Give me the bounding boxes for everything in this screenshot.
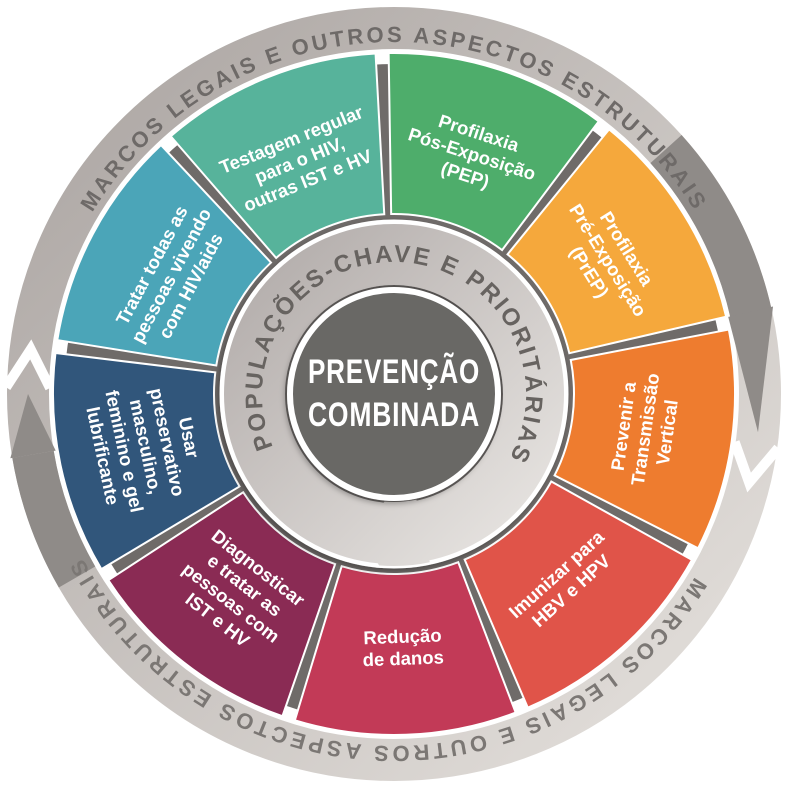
segment-wedge-imunizar-hbv-hpv [463, 480, 694, 709]
inner-ring-notch-icon [359, 499, 430, 567]
segment-wedge-usar-preservativo [52, 351, 241, 571]
arrowhead-right-icon [728, 306, 774, 433]
center-circle [287, 287, 501, 501]
chevron-notch-right-icon [729, 440, 783, 493]
segment-wedge-prep [506, 127, 728, 355]
segment-wedge-diagnosticar-tratar-ist-hv [106, 490, 337, 718]
segment-wedge-testagem-regular [169, 52, 386, 260]
segment-tratar-pessoas-hiv-aids: Tratar todas aspessoas vivendocom HIV/ai… [56, 143, 273, 367]
inner-ring [219, 219, 569, 569]
segment-wedge-pep [387, 52, 601, 252]
segment-label-usar-preservativo: Usarpreservativomasculino,feminino e gel… [80, 375, 212, 519]
segment-usar-preservativo: Usarpreservativomasculino,feminino e gel… [52, 351, 241, 571]
segment-wedge-transmissao-vertical [553, 328, 736, 550]
outer-band-arrow-bottom [12, 450, 96, 588]
segment-diagnosticar-tratar-ist-hv: Diagnosticare tratar aspessoas comIST e … [106, 490, 337, 718]
segment-testagem-regular: Testagem regularpara o HIV,outras IST e … [169, 52, 386, 260]
segment-reducao-de-danos: Reduçãode danos [293, 560, 517, 736]
segments-group: ProfilaxiaPós-Exposição(PEP)ProfilaxiaPr… [52, 52, 736, 736]
segment-prep: ProfilaxiaPré-Exposição(PrEP) [506, 127, 728, 355]
chevron-notch-left-icon [1, 339, 55, 391]
segment-imunizar-hbv-hpv: Imunizar paraHBV e HPV [463, 480, 694, 709]
arrowhead-left-icon [10, 394, 56, 459]
outer-band-arrow-top [650, 135, 772, 320]
segment-pep: ProfilaxiaPós-Exposição(PEP) [387, 52, 601, 252]
segment-transmissao-vertical: Prevenir aTransmissãoVertical [553, 328, 736, 550]
segment-wedge-reducao-de-danos [293, 560, 517, 736]
segment-wedge-tratar-pessoas-hiv-aids [56, 143, 273, 367]
segment-label-reducao-de-danos: Reduçãode danos [362, 624, 445, 670]
